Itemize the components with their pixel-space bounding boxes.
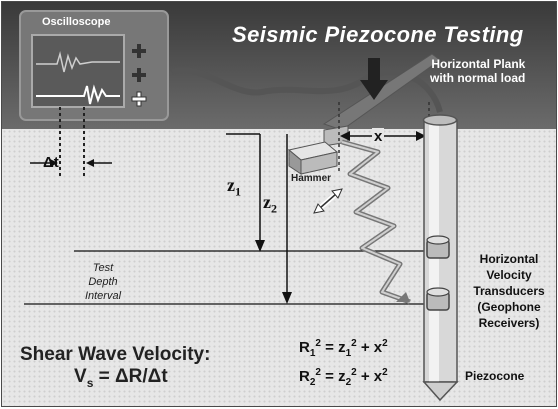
upper-transducer-icon xyxy=(426,235,450,259)
hammer-icon xyxy=(287,125,349,175)
z1-label: z1 xyxy=(227,175,241,199)
lower-trace xyxy=(36,84,120,105)
test-depth-interval-label: Test Depth Interval xyxy=(84,262,122,302)
upper-trace xyxy=(36,51,120,73)
normal-load-arrow-icon xyxy=(360,58,388,100)
ground-background xyxy=(2,129,556,406)
piezocone-label: Piezocone xyxy=(465,369,525,383)
shear-wave-heading: Shear Wave Velocity: xyxy=(20,344,211,365)
delta-t-label: Δt xyxy=(43,154,59,171)
oscilloscope-device xyxy=(19,10,169,121)
x-distance-label: x xyxy=(372,128,385,145)
lower-transducer-icon xyxy=(426,287,450,311)
plus-icon[interactable] xyxy=(132,44,146,58)
equation-r2: R22 = z22 + x2 xyxy=(299,367,388,388)
z2-label: z2 xyxy=(263,192,277,216)
shear-wave-formula: Vs = ΔR/Δt xyxy=(74,366,168,390)
shear-motion-arrow-icon xyxy=(313,188,343,214)
shear-wave-velocity: Shear Wave Velocity: Vs = ΔR/Δt xyxy=(20,344,210,394)
transducers-label: Horizontal Velocity Transducers (Geophon… xyxy=(473,252,545,330)
oscilloscope-label: Oscilloscope xyxy=(42,16,111,28)
plus-outline-icon[interactable] xyxy=(131,91,147,107)
page-title: Seismic Piezocone Testing xyxy=(232,22,524,47)
equation-r1: R12 = z12 + x2 xyxy=(299,338,388,359)
hammer-label: Hammer xyxy=(291,173,332,184)
plank-label: Horizontal Plank with normal load xyxy=(430,57,526,85)
plus-icon[interactable] xyxy=(132,68,146,82)
shear-wave-path xyxy=(341,139,411,305)
distance-equations: R12 = z12 + x2 R22 = z22 + x2 xyxy=(299,334,388,392)
